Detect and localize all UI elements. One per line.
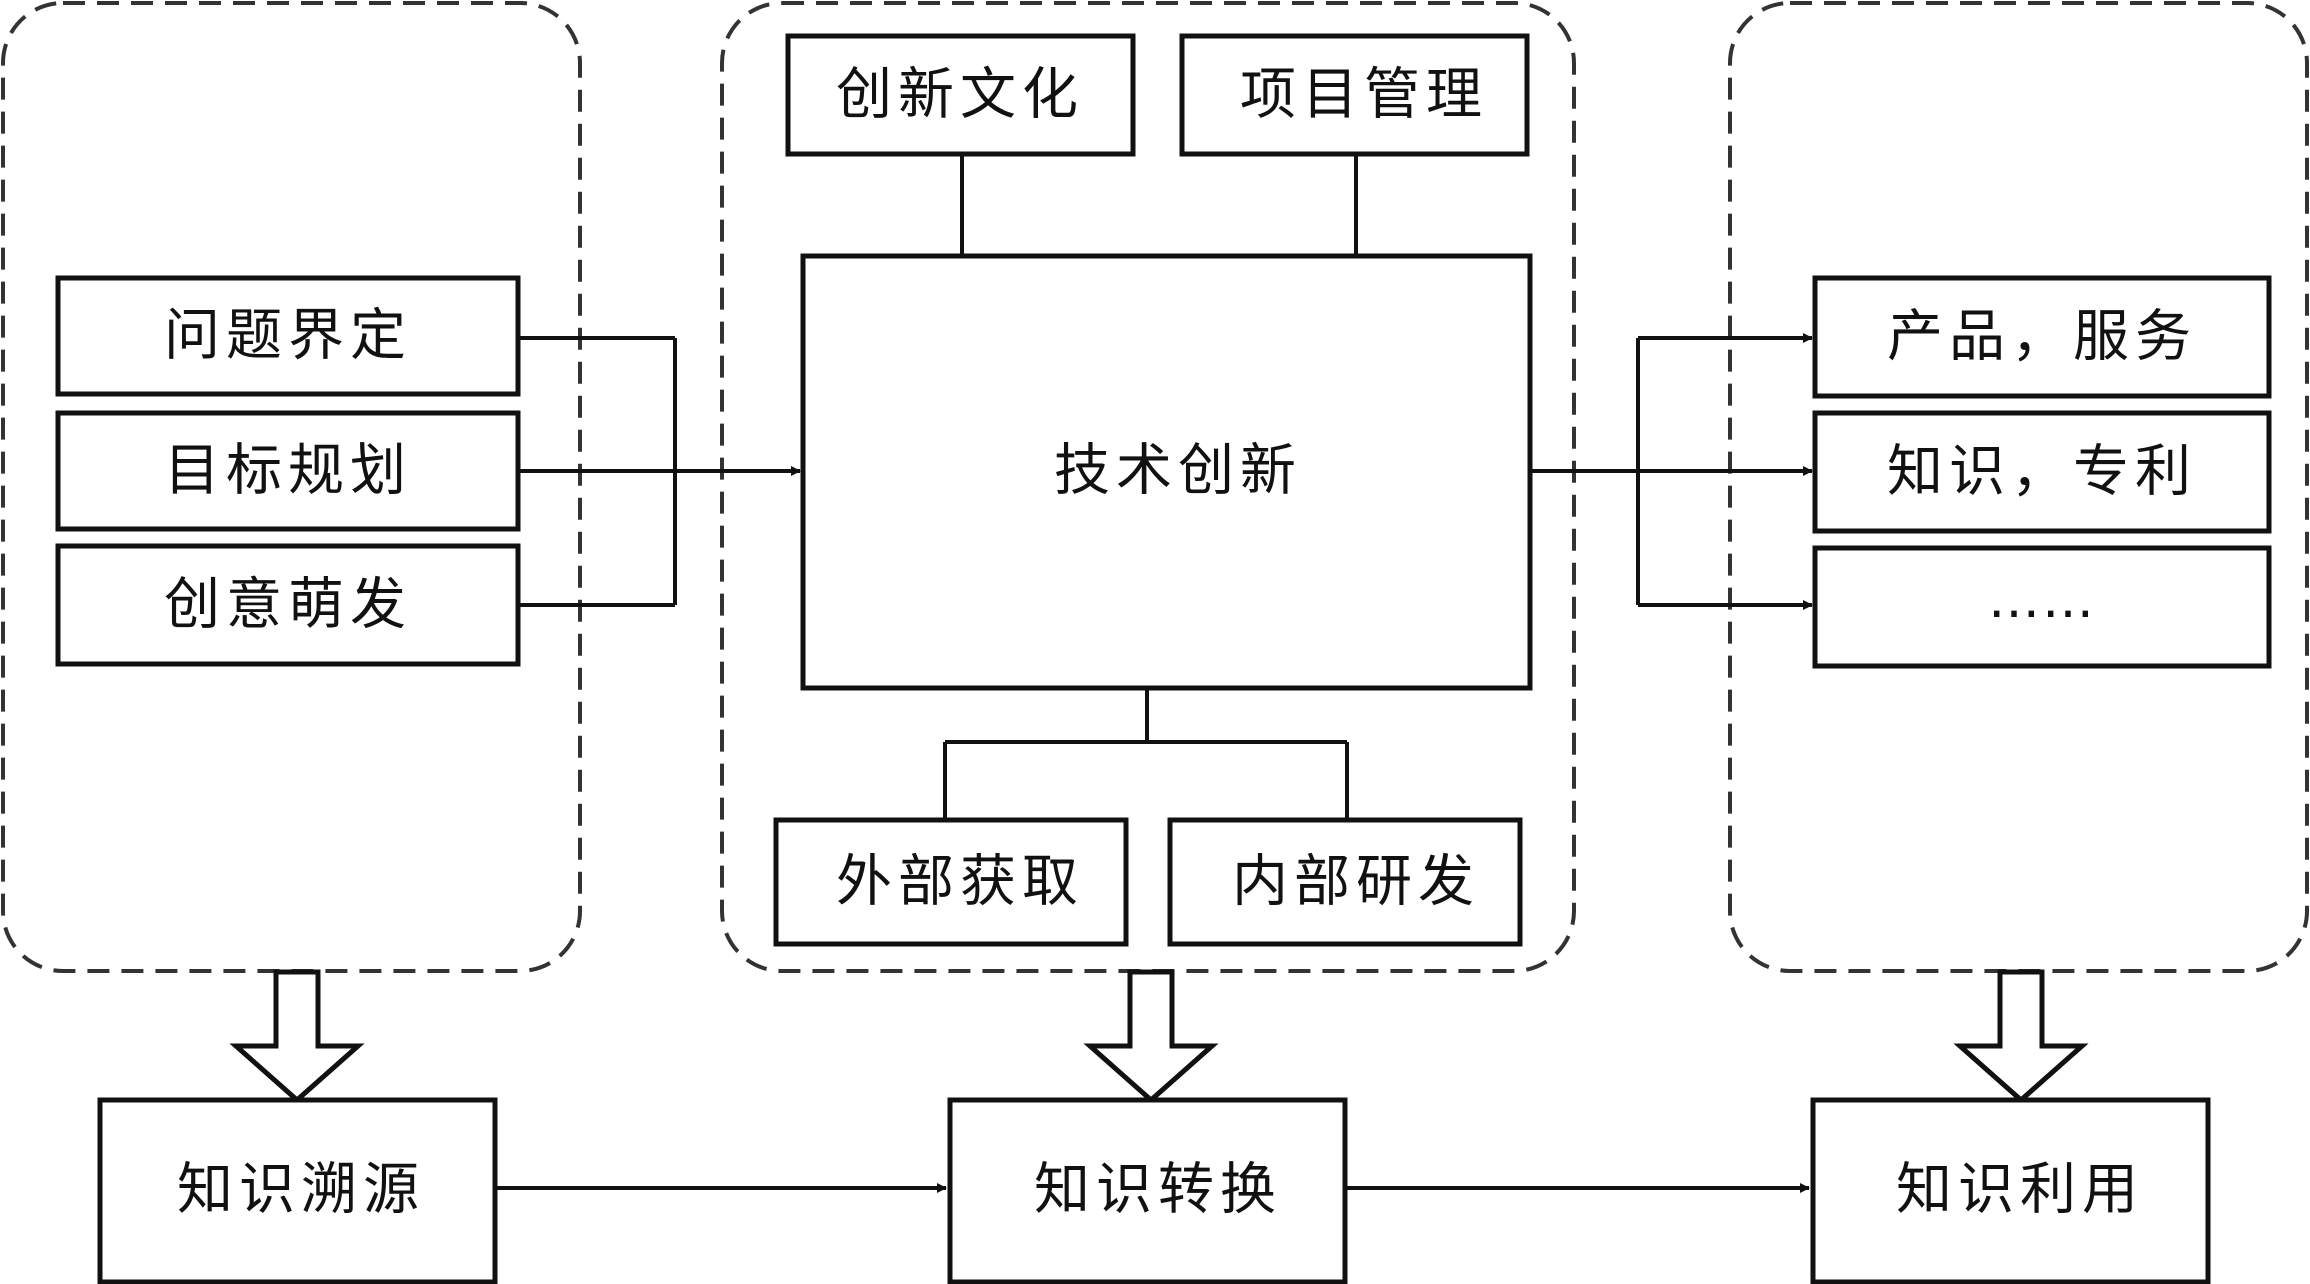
left-item-label: 问题界定	[164, 304, 412, 369]
right-item-box: 知识，专利	[1812, 410, 2272, 534]
center-top-box: 创新文化	[785, 33, 1136, 157]
hollow-down-arrow	[1083, 969, 1219, 1104]
center-top-box: 项目管理	[1179, 33, 1530, 157]
stage-box: 知识转换	[947, 1097, 1348, 1284]
right-item-box: ……	[1812, 545, 2272, 669]
hollow-down-arrow	[1953, 969, 2089, 1104]
left-item-label: 目标规划	[164, 439, 412, 504]
center-bottom-box: 外部获取	[773, 817, 1129, 947]
stage-label: 知识利用	[1896, 1158, 2144, 1223]
center-top-label: 项目管理	[1240, 63, 1488, 128]
right-item-label: 产品，服务	[1887, 305, 2197, 370]
core-label: 技术创新	[1054, 439, 1302, 504]
stage-box: 知识溯源	[97, 1097, 498, 1284]
hollow-down-arrow	[229, 969, 365, 1104]
bottom-connector-tree	[943, 688, 1349, 820]
right-item-box: 产品，服务	[1812, 275, 2272, 399]
right-item-label: 知识，专利	[1887, 440, 2197, 505]
center-bottom-box: 内部研发	[1167, 817, 1523, 947]
center-bottom-label: 外部获取	[836, 850, 1084, 915]
right-fanout-connector	[1530, 338, 1640, 605]
left-item-box: 问题界定	[55, 275, 521, 397]
center-bottom-label: 内部研发	[1232, 850, 1480, 915]
right-item-label: ……	[1988, 570, 2096, 630]
stage-box: 知识利用	[1810, 1097, 2211, 1284]
left-item-box: 创意萌发	[55, 543, 521, 667]
left-item-box: 目标规划	[55, 410, 521, 532]
center-top-label: 创新文化	[836, 63, 1084, 128]
left-item-label: 创意萌发	[164, 573, 412, 638]
core-box: 技术创新	[800, 253, 1533, 691]
stage-label: 知识溯源	[177, 1158, 425, 1223]
stage-label: 知识转换	[1034, 1158, 1282, 1223]
